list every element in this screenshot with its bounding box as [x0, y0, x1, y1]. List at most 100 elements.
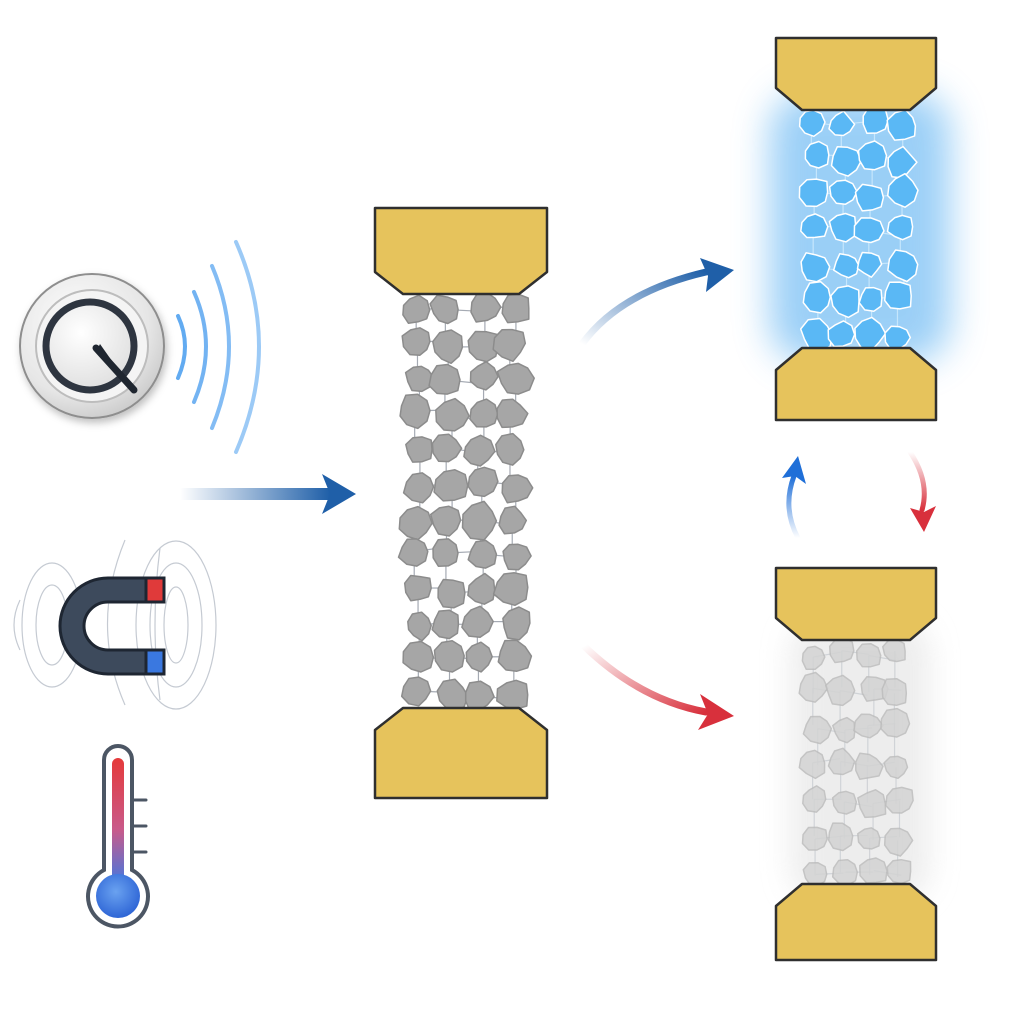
particle	[800, 252, 831, 283]
arrow-initial-to-conductive	[578, 258, 734, 348]
particle	[402, 294, 431, 325]
particle	[886, 172, 919, 208]
particle	[886, 858, 912, 885]
particle	[399, 393, 431, 430]
particle	[401, 327, 431, 356]
particle	[830, 285, 860, 319]
particle	[464, 680, 495, 712]
gauge-icon	[19, 273, 165, 419]
particle	[831, 790, 858, 815]
particle	[461, 605, 494, 638]
particle	[855, 752, 884, 780]
particle	[827, 747, 856, 776]
particle-links	[413, 306, 518, 701]
particle	[802, 785, 827, 813]
particle	[853, 713, 884, 739]
particle	[887, 249, 919, 283]
particle	[854, 183, 885, 212]
particle	[830, 146, 863, 177]
particle	[827, 822, 854, 852]
bottom-electrode	[774, 346, 938, 422]
particle	[798, 671, 829, 703]
arrow-initial-to-faded	[580, 642, 734, 730]
particle	[465, 641, 493, 673]
particle	[469, 398, 499, 428]
particle	[887, 145, 918, 179]
particle	[437, 578, 466, 609]
particle	[824, 674, 856, 707]
particle	[881, 678, 908, 707]
particle	[467, 330, 499, 363]
particle	[497, 639, 533, 673]
particle	[802, 715, 833, 745]
particle	[469, 360, 499, 391]
particle	[886, 214, 914, 241]
particle	[828, 179, 858, 206]
particle	[857, 827, 881, 850]
particle	[498, 505, 528, 535]
particle	[433, 639, 465, 673]
bottom-electrode	[774, 882, 938, 962]
particle	[827, 320, 856, 348]
particle	[798, 749, 826, 780]
arrow-faded-to-conductive	[782, 456, 806, 541]
particle	[828, 110, 856, 137]
particle	[470, 292, 502, 323]
particle	[882, 638, 906, 663]
particle	[433, 469, 469, 502]
particle	[467, 572, 496, 605]
particle	[860, 676, 889, 702]
particle	[496, 398, 529, 429]
arrow-conductive-to-faded	[907, 449, 936, 532]
particle	[501, 293, 530, 324]
particle	[432, 538, 459, 567]
particle	[857, 140, 888, 171]
particle	[859, 857, 888, 884]
particle	[467, 466, 499, 498]
particle	[855, 642, 882, 668]
particle	[883, 281, 912, 310]
particle	[886, 109, 917, 141]
particle	[802, 280, 832, 314]
particle	[885, 786, 914, 814]
magnet-icon	[13, 539, 217, 710]
particle	[404, 365, 435, 393]
particle	[804, 140, 830, 169]
particle	[832, 252, 860, 279]
particle	[461, 500, 498, 541]
particle	[429, 294, 459, 325]
particle	[798, 109, 826, 138]
particle	[857, 789, 887, 819]
particle	[854, 316, 887, 351]
particle	[832, 716, 856, 744]
particle	[502, 606, 531, 641]
particle	[398, 505, 433, 541]
particle	[402, 640, 435, 673]
particle	[501, 474, 534, 504]
particle	[397, 538, 429, 567]
particle	[492, 328, 527, 363]
particle	[428, 363, 461, 395]
thermometer-icon	[86, 744, 150, 929]
particle	[496, 679, 529, 710]
device-faded	[774, 566, 938, 962]
particle	[502, 543, 532, 571]
particle	[883, 755, 909, 780]
wave-icon	[176, 240, 261, 454]
top-electrode	[774, 36, 938, 112]
top-electrode	[373, 206, 549, 296]
particle	[798, 178, 829, 208]
particle	[431, 433, 463, 463]
particle	[400, 676, 432, 707]
top-electrode	[774, 566, 938, 642]
particle	[801, 826, 828, 851]
particle	[402, 472, 435, 504]
particle	[463, 434, 496, 467]
particle	[853, 217, 885, 244]
particle	[858, 286, 883, 312]
particle	[467, 539, 498, 569]
particle	[800, 213, 829, 239]
particle	[403, 574, 432, 602]
particle	[495, 432, 525, 466]
device-conductive	[770, 36, 950, 422]
